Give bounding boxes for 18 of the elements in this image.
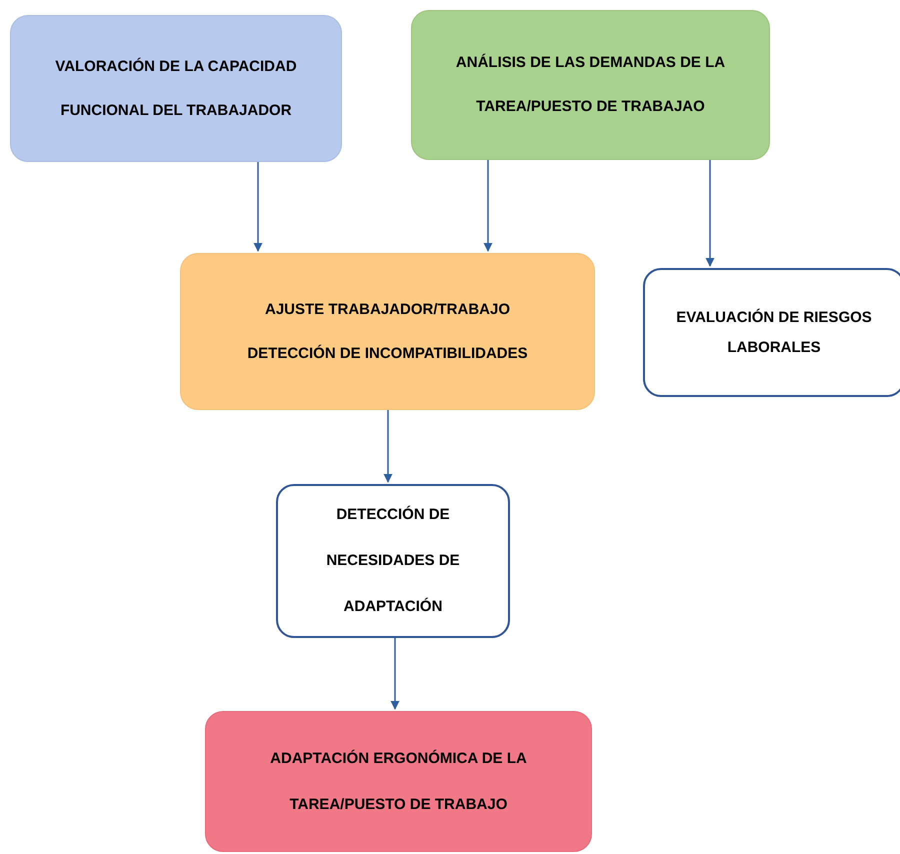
arrow xyxy=(384,410,392,483)
box-label: ADAPTACIÓN ERGONÓMICA DE LA TAREA/PUESTO DE TRABAJO xyxy=(269,748,528,814)
box-label: AJUSTE TRABAJADOR/TRABAJO xyxy=(264,300,510,320)
arrow xyxy=(254,162,262,252)
process-box xyxy=(180,253,595,410)
arrow xyxy=(706,160,714,267)
process-box xyxy=(643,268,900,397)
process-box xyxy=(205,711,592,852)
process-box xyxy=(10,15,342,162)
process-box xyxy=(411,10,770,160)
box-label: DETECCIÓN DE INCOMPATIBILIDADES xyxy=(247,344,528,364)
box-label: DETECCIÓN DE NECESIDADES DE ADAPTACIÓN xyxy=(325,504,461,617)
box-label: ANÁLISIS DE LAS DEMANDAS DE LA TAREA/PUESTO DE TRABAJAO xyxy=(454,52,726,117)
box-label: EVALUACIÓN DE RIESGOS LABORALES xyxy=(675,308,873,358)
arrow xyxy=(390,638,400,710)
arrow xyxy=(484,160,492,252)
box-label: VALORACIÓN DE LA CAPACIDAD FUNCIONAL DEL TRABAJADOR xyxy=(54,56,298,120)
process-box xyxy=(276,484,510,638)
